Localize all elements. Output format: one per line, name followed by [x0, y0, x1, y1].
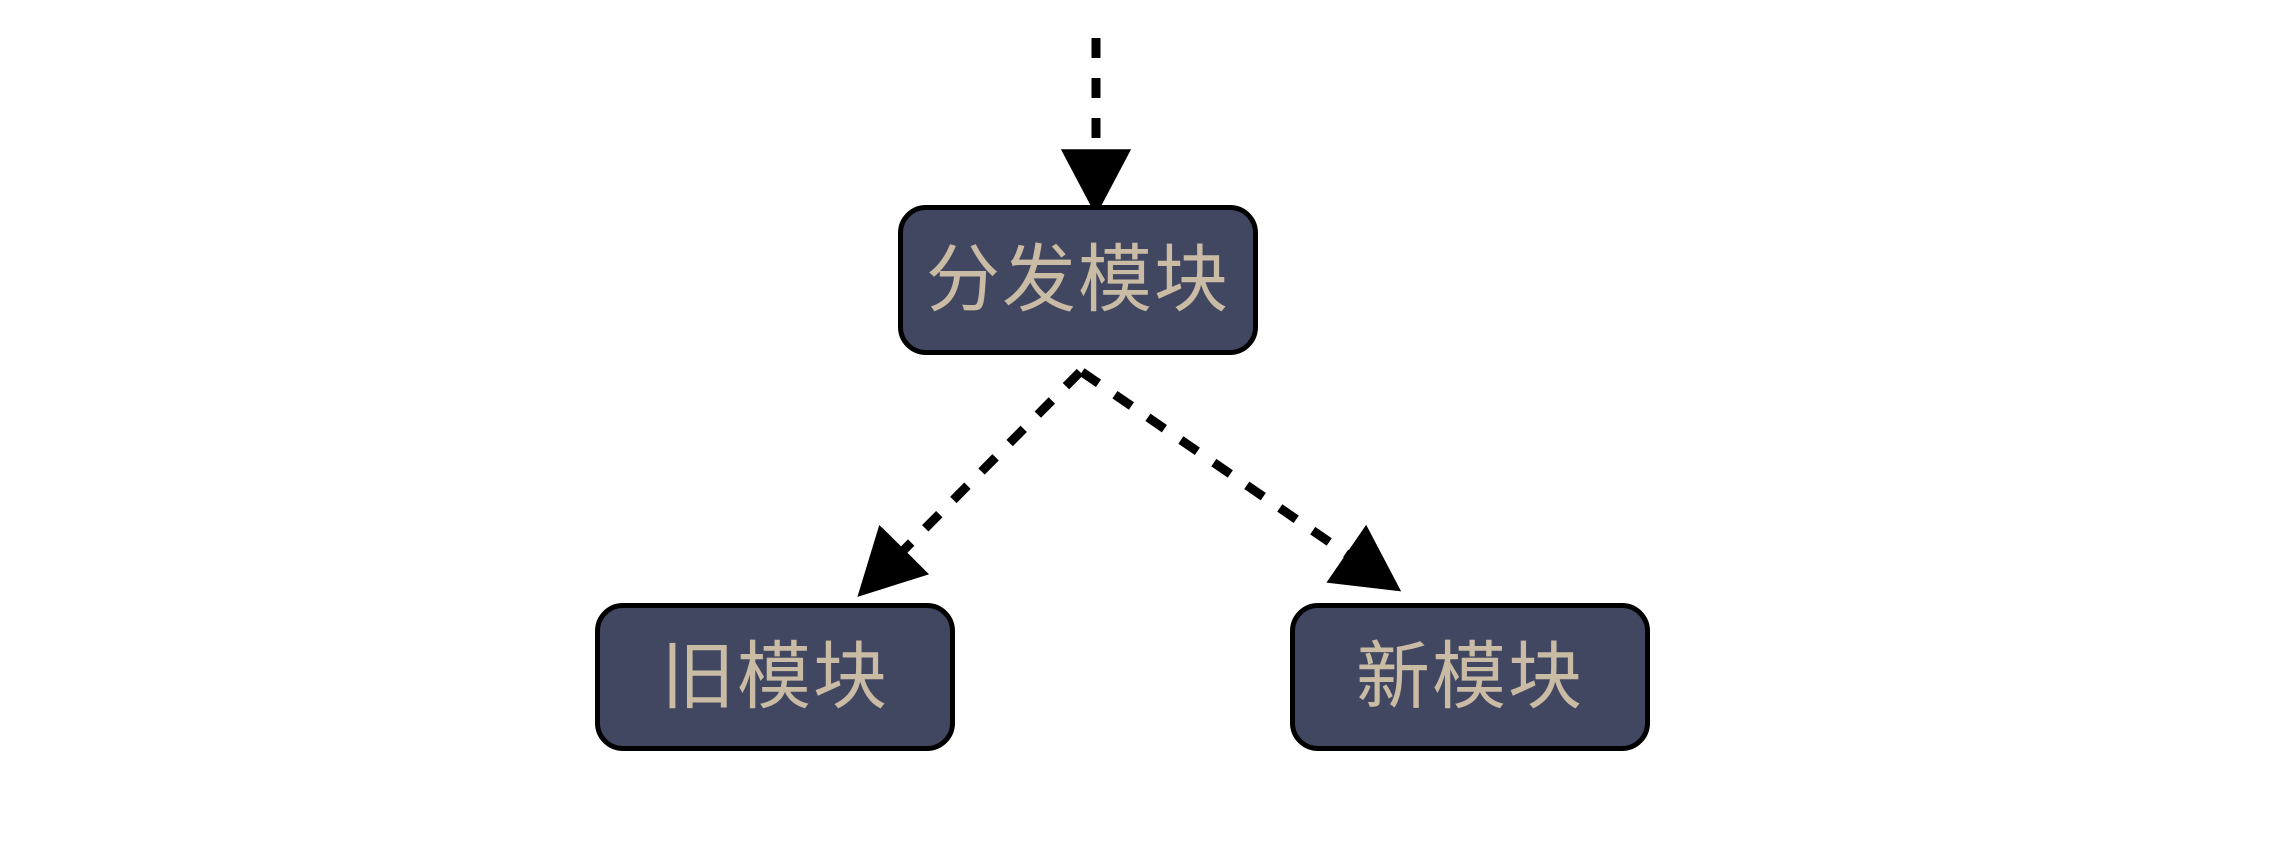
edge-dispatch-new-line — [1079, 368, 1402, 592]
node-old-module-label: 旧模块 — [661, 634, 889, 720]
edge-dispatch-old-line — [857, 368, 1084, 597]
node-dispatch-module[interactable]: 分发模块 — [898, 205, 1258, 355]
node-new-module[interactable]: 新模块 — [1290, 603, 1650, 751]
node-old-module[interactable]: 旧模块 — [595, 603, 955, 751]
node-new-module-label: 新模块 — [1356, 634, 1584, 720]
node-dispatch-module-label: 分发模块 — [926, 237, 1230, 323]
